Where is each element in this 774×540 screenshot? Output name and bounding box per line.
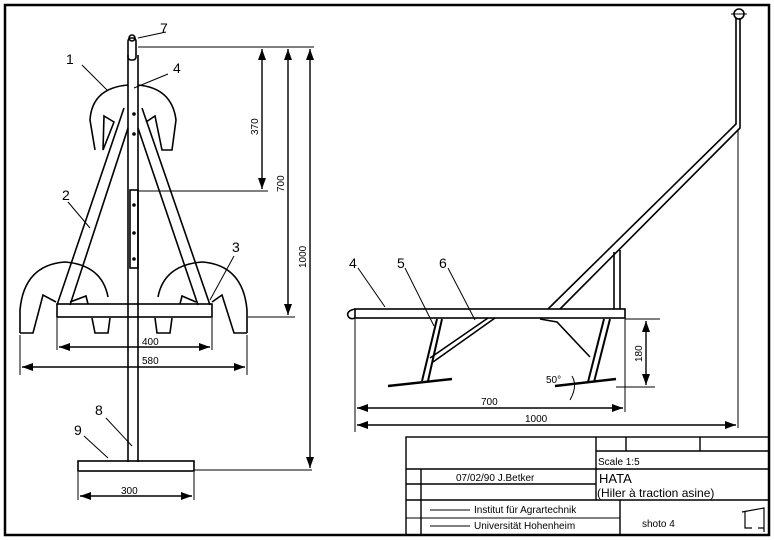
part-label-9: 9 xyxy=(74,422,82,438)
institute-line2: Universität Hohenheim xyxy=(474,521,575,532)
part-label-8: 8 xyxy=(95,402,103,418)
beam xyxy=(354,308,626,319)
left-blade-detail xyxy=(69,294,111,334)
hole xyxy=(132,231,136,235)
side-view xyxy=(346,8,747,432)
drawing-subtitle: (Hiler à traction asine) xyxy=(597,486,714,500)
dim-angle: 50° xyxy=(546,375,561,386)
rear-tine xyxy=(587,318,611,383)
part-label-1: 1 xyxy=(66,51,74,67)
hitch-hook xyxy=(346,308,356,320)
right-blade xyxy=(157,261,248,334)
dim-700-side: 700 xyxy=(481,397,498,408)
handle-inner xyxy=(559,18,741,310)
leader-8 xyxy=(105,417,133,447)
leg-right-outer xyxy=(141,107,211,306)
part-label-6: 6 xyxy=(439,255,447,271)
dim-1000: 1000 xyxy=(298,245,309,268)
part-label-4-side: 4 xyxy=(349,255,357,271)
dim-180: 180 xyxy=(634,345,645,362)
drawing-title: HATA xyxy=(599,471,632,486)
hole xyxy=(132,132,136,136)
leg-left-inner xyxy=(69,127,129,306)
handle-pin xyxy=(128,34,136,42)
leader-3 xyxy=(209,255,235,301)
dim-400: 400 xyxy=(142,337,159,348)
dim-700: 700 xyxy=(276,175,287,192)
part-label-5: 5 xyxy=(397,255,405,271)
part-label-4: 4 xyxy=(173,60,181,76)
drawing-border xyxy=(3,3,771,537)
leader-5 xyxy=(404,267,435,327)
left-blade xyxy=(19,261,109,334)
brace xyxy=(429,317,496,363)
right-blade-detail xyxy=(154,294,197,334)
front-view xyxy=(19,31,314,500)
front-share xyxy=(387,377,453,388)
top-blade xyxy=(89,84,177,151)
leader-1 xyxy=(81,64,109,92)
rear-brace xyxy=(539,318,591,358)
angle-arc xyxy=(569,375,576,401)
leader-6 xyxy=(447,267,476,321)
dim-1000-side: 1000 xyxy=(525,414,548,425)
leader-7 xyxy=(137,31,167,39)
date-author: 07/02/90 J.Betker xyxy=(456,473,535,484)
part-label-2: 2 xyxy=(62,187,70,203)
scale-text: Scale 1:5 xyxy=(598,457,640,468)
post-bracket xyxy=(129,189,139,269)
dim-580: 580 xyxy=(142,356,159,367)
institute-line1: Institut für Agrartechnik xyxy=(474,505,577,516)
handle-clip xyxy=(127,37,137,61)
leader-9 xyxy=(83,435,109,459)
handle-outer xyxy=(547,18,737,310)
leader-4 xyxy=(133,73,169,89)
sheet-number: shoto 4 xyxy=(642,519,675,530)
part-label-7: 7 xyxy=(160,20,168,36)
title-block-frame xyxy=(405,436,770,536)
dim-370: 370 xyxy=(250,118,261,135)
leg-right-inner xyxy=(137,127,199,306)
leg-left-outer xyxy=(56,107,125,306)
crossbar xyxy=(56,303,213,318)
arrowheads xyxy=(22,49,736,500)
base-plate xyxy=(77,460,195,472)
rear-share xyxy=(554,377,617,388)
title-block xyxy=(405,436,770,536)
hole xyxy=(132,257,136,261)
leader-2 xyxy=(67,201,91,229)
hole xyxy=(132,112,136,116)
dim-300: 300 xyxy=(121,486,138,497)
front-tine xyxy=(421,318,443,382)
hole xyxy=(132,203,136,207)
leader-4-side xyxy=(357,267,386,308)
projection-symbol-icon xyxy=(741,507,765,532)
part-label-3: 3 xyxy=(232,239,240,255)
